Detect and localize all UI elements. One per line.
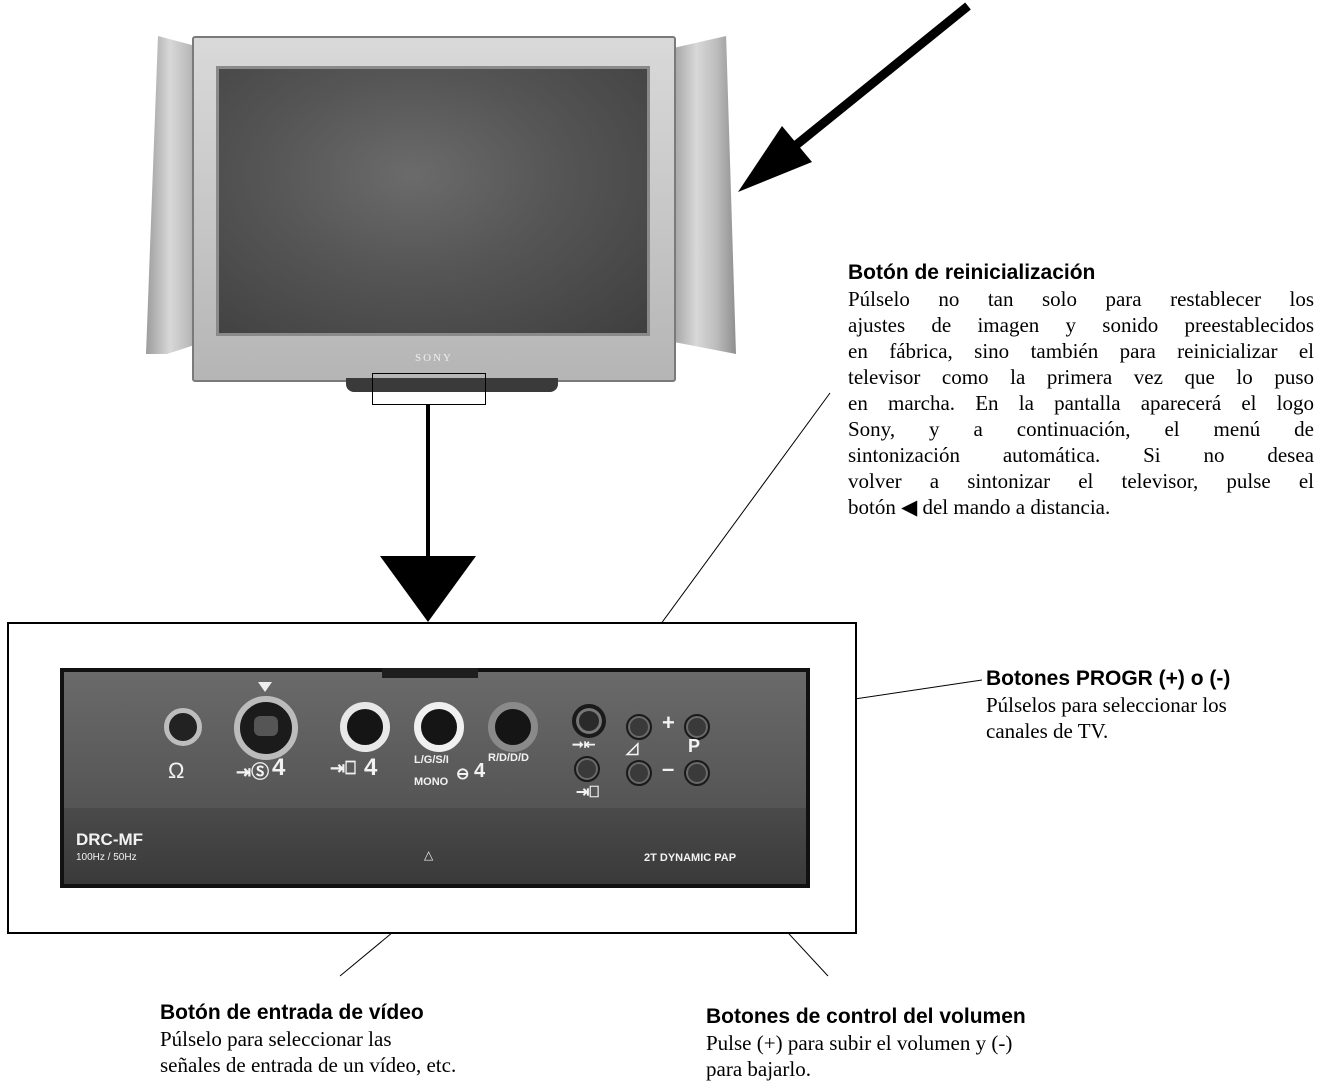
svideo-input-icon: ⇥Ⓢ — [236, 762, 270, 782]
tv-brand-logo: SONY — [415, 352, 453, 364]
callout-reset-line: televisor como la primera vez que lo pus… — [848, 365, 1314, 389]
control-panel: Ω ⇥Ⓢ 4 ⇥⎕ 4 L/G/S/I MONO ⊖ 4 R/D/D/D ➞⇤ … — [60, 668, 810, 888]
minus-label: – — [662, 756, 675, 781]
audio-right-jack[interactable] — [488, 702, 538, 752]
callout-video-input-line: Púlselo para seleccionar las — [160, 1027, 392, 1051]
tv-screen — [216, 66, 650, 336]
callout-reset-line: volver a sintonizar el televisor, pulse … — [848, 469, 1314, 493]
callout-volume: Botones de control del volumen Pulse (+)… — [706, 1004, 1146, 1082]
audio-right-label: R/D/D/D — [488, 752, 529, 764]
tv-base — [346, 378, 558, 392]
reset-button[interactable] — [572, 704, 606, 738]
volume-down-button[interactable] — [626, 760, 652, 786]
callout-volume-title: Botones de control del volumen — [706, 1005, 1026, 1028]
down-arrow-head — [380, 556, 476, 622]
program-down-button[interactable] — [684, 760, 710, 786]
svideo-pins — [254, 716, 278, 736]
callout-volume-line: Pulse (+) para subir el volumen y (-) — [706, 1031, 1013, 1055]
audio-input-icon: ⊖ — [456, 766, 470, 783]
video-label: 4 — [364, 754, 378, 781]
callout-program-line: canales de TV. — [986, 719, 1109, 743]
callout-video-input: Botón de entrada de vídeo Púlselo para s… — [160, 1000, 580, 1078]
video-input-icon: ⇥⎕ — [330, 758, 356, 778]
callout-reset-line: en marcha. En la pantalla aparecerá el l… — [848, 391, 1314, 415]
callout-reset-body: Púlselo no tan solo para restablecer los… — [848, 286, 1314, 520]
panel-frame: Ω ⇥Ⓢ 4 ⇥⎕ 4 L/G/S/I MONO ⊖ 4 R/D/D/D ➞⇤ … — [7, 622, 857, 934]
audio-mono-label: MONO — [414, 776, 449, 788]
callout-reset-line: ajustes de imagen y sonido preestablecid… — [848, 313, 1314, 337]
callout-reset-line: botón ◀ del mando a distancia. — [848, 495, 1111, 519]
video-jack[interactable] — [340, 702, 390, 752]
callout-program-line: Púlselos para seleccionar los — [986, 693, 1227, 717]
frequency-label: 100Hz / 50Hz — [76, 852, 137, 863]
video-input-button-icon: ⇥⎕ — [576, 784, 600, 801]
model-label: DRC-MF — [76, 830, 144, 849]
callout-reset: Botón de reinicialización Púlselo no tan… — [848, 260, 1314, 520]
callout-reset-line: sintonización automática. Si no desea — [848, 443, 1314, 467]
tv-illustration: SONY — [146, 14, 740, 405]
callout-reset-line: Sony, y a continuación, el menú de — [848, 417, 1314, 441]
tv-bezel: SONY — [192, 36, 676, 382]
callout-program-title: Botones PROGR (+) o (-) — [986, 667, 1231, 690]
svideo-marker-icon — [258, 682, 272, 692]
diagonal-arrow-shaft — [787, 2, 971, 154]
plus-label: + — [662, 710, 675, 735]
diagonal-arrow-head — [738, 126, 812, 192]
callout-program: Botones PROGR (+) o (-) Púlselos para se… — [986, 666, 1316, 744]
video-input-button[interactable] — [574, 756, 600, 782]
feature-label: 2T DYNAMIC PAP — [644, 852, 737, 864]
callout-reset-title: Botón de reinicialización — [848, 261, 1096, 284]
audio-num-label: 4 — [474, 760, 486, 782]
volume-icon: ◿ — [626, 740, 639, 757]
headphone-jack[interactable] — [164, 708, 202, 746]
callout-video-input-line: señales de entrada de un vídeo, etc. — [160, 1053, 457, 1077]
program-up-button[interactable] — [684, 714, 710, 740]
svideo-jack[interactable] — [234, 696, 298, 760]
reset-icon: ➞⇤ — [572, 736, 596, 752]
callout-volume-line: para bajarlo. — [706, 1057, 811, 1081]
audio-left-jack[interactable] — [414, 702, 464, 752]
tv-right-speaker — [670, 36, 736, 354]
audio-left-label: L/G/S/I — [414, 754, 449, 766]
panel-lower-strip — [64, 808, 806, 884]
callout-reset-line: en fábrica, sino también para reiniciali… — [848, 339, 1314, 363]
eject-icon: △ — [424, 848, 434, 862]
volume-up-button[interactable] — [626, 714, 652, 740]
panel-top-recess — [382, 668, 478, 678]
callout-video-input-title: Botón de entrada de vídeo — [160, 1001, 424, 1024]
svideo-label: 4 — [272, 754, 286, 781]
program-label: P — [688, 736, 701, 756]
headphone-label: Ω — [168, 758, 185, 783]
callout-reset-line: Púlselo no tan solo para restablecer los — [848, 287, 1314, 311]
